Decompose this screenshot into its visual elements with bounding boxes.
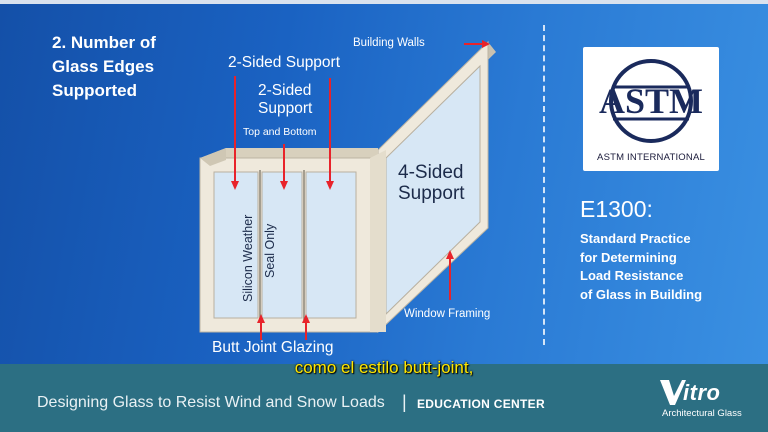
seal-only-label: Seal Only xyxy=(263,223,277,278)
four-sided-label-a: 4-Sided xyxy=(398,162,464,183)
window-framing-label: Window Framing xyxy=(404,308,491,320)
standard-line: of Glass in Building xyxy=(580,287,703,302)
astm-logo: ASTM ASTM INTERNATIONAL xyxy=(583,47,719,171)
video-subtitle: como el estilo butt-joint, xyxy=(294,358,474,377)
arrowhead xyxy=(482,40,490,48)
course-title: Designing Glass to Resist Wind and Snow … xyxy=(37,394,385,411)
top-bottom-label: Top and Bottom xyxy=(243,126,317,138)
vitro-tagline: Architectural Glass xyxy=(662,408,742,419)
lecture-slide: 2. Number of Glass Edges Supported xyxy=(0,0,768,364)
two-sided-support-label-2b: Support xyxy=(258,100,313,117)
standard-line: for Determining xyxy=(580,250,677,265)
building-walls-label: Building Walls xyxy=(353,37,425,49)
footer-separator: | xyxy=(402,392,407,412)
astm-emblem-icon: ASTM xyxy=(599,59,703,143)
left-frame-top xyxy=(200,148,378,158)
dashed-divider xyxy=(543,25,545,345)
arrowhead xyxy=(231,181,239,190)
left-frame-side xyxy=(200,148,226,166)
astm-caption: ASTM INTERNATIONAL xyxy=(597,152,705,163)
slide-heading: 2. Number of Glass Edges Supported xyxy=(52,33,156,100)
arrowhead xyxy=(326,181,334,190)
vitro-brand: itro xyxy=(683,380,721,405)
arrows xyxy=(231,40,490,340)
education-center-label: EDUCATION CENTER xyxy=(417,397,545,411)
standard-line: Standard Practice xyxy=(580,231,691,246)
two-sided-support-label: 2-Sided Support xyxy=(228,54,341,71)
four-sided-label-b: Support xyxy=(398,183,465,204)
silicon-weather-label: Silicon Weather xyxy=(241,214,255,302)
glass-pane-3 xyxy=(305,171,357,319)
glazing-diagram xyxy=(199,40,496,340)
top-strip xyxy=(0,0,768,4)
glass-pane-2 xyxy=(261,171,303,319)
arrowhead xyxy=(257,314,265,323)
arrowhead xyxy=(302,314,310,323)
arrowhead xyxy=(446,250,454,259)
two-sided-support-label-2a: 2-Sided xyxy=(258,82,312,99)
footer-bar xyxy=(0,364,768,432)
vitro-logo-icon xyxy=(660,380,686,405)
standard-code: E1300: xyxy=(580,196,653,222)
butt-joint-label: Butt Joint Glazing xyxy=(212,339,334,356)
standard-line: Load Resistance xyxy=(580,268,684,283)
arrowhead xyxy=(280,181,288,190)
corner-joint xyxy=(370,150,386,332)
glass-pane-1 xyxy=(213,171,259,319)
